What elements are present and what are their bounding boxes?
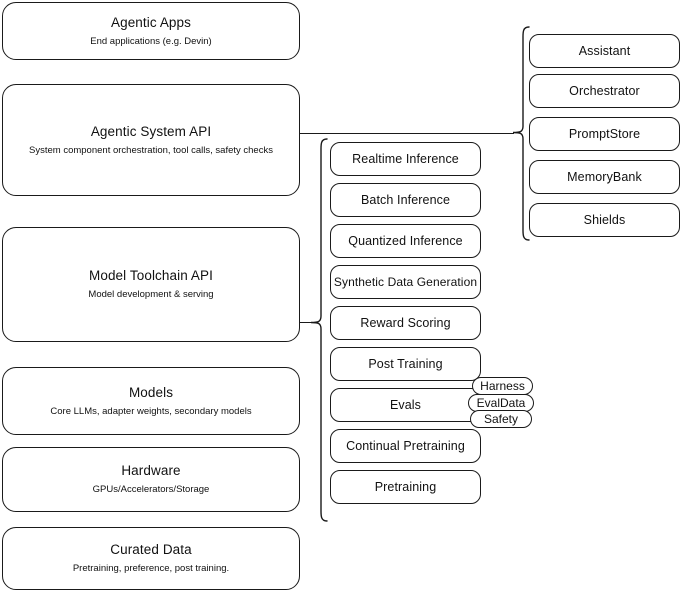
layer-subtitle: End applications (e.g. Devin) [90,35,212,47]
component-label: Evals [389,398,422,412]
layer-box-models[interactable]: Models Core LLMs, adapter weights, secon… [2,367,300,435]
component-box-pretraining[interactable]: Pretraining [330,470,481,504]
layer-box-curated-data[interactable]: Curated Data Pretraining, preference, po… [2,527,300,590]
layer-subtitle: Model development & serving [88,289,214,300]
system-component-label: PromptStore [568,127,641,141]
layer-subtitle: GPUs/Accelerators/Storage [92,484,210,495]
layer-title: Agentic Apps [110,14,191,30]
component-box-evals[interactable]: Evals [330,388,481,422]
eval-badge-harness[interactable]: Harness [472,377,533,395]
system-component-label: Assistant [578,44,631,58]
component-label: Reward Scoring [360,316,451,330]
layer-box-model-toolchain-api[interactable]: Model Toolchain API Model development & … [2,227,300,342]
component-label: Realtime Inference [352,152,459,166]
layer-title: Agentic System API [90,123,212,139]
component-label: Synthetic Data Generation [333,275,478,289]
layer-title: Model Toolchain API [89,268,213,283]
layer-title: Models [128,384,174,400]
component-box-reward-scoring[interactable]: Reward Scoring [330,306,481,340]
component-box-continual-pretraining[interactable]: Continual Pretraining [330,429,481,463]
connector-toolchain-to-components [300,322,312,324]
component-label: Continual Pretraining [346,439,465,453]
system-component-box-orchestrator[interactable]: Orchestrator [529,74,680,108]
layer-subtitle: Pretraining, preference, post training. [72,563,230,574]
eval-badge-evaldata[interactable]: EvalData [468,394,534,412]
layer-subtitle: Core LLMs, adapter weights, secondary mo… [50,405,252,417]
system-component-box-shields[interactable]: Shields [529,203,680,237]
component-label: Quantized Inference [348,234,463,248]
layer-box-agentic-system-api[interactable]: Agentic System API System component orch… [2,84,300,196]
layer-box-hardware[interactable]: Hardware GPUs/Accelerators/Storage [2,447,300,512]
brace-toolchain-components [308,138,328,522]
system-component-box-memorybank[interactable]: MemoryBank [529,160,680,194]
brace-system-components [510,26,530,241]
component-label: Batch Inference [360,193,451,207]
system-component-label: Shields [583,213,626,227]
system-component-box-promptstore[interactable]: PromptStore [529,117,680,151]
component-label: Post Training [368,357,443,371]
component-box-realtime-inference[interactable]: Realtime Inference [330,142,481,176]
component-box-quantized-inference[interactable]: Quantized Inference [330,224,481,258]
component-box-post-training[interactable]: Post Training [330,347,481,381]
layer-box-agentic-apps[interactable]: Agentic Apps End applications (e.g. Devi… [2,2,300,60]
system-component-label: MemoryBank [567,170,642,184]
layer-title: Curated Data [110,542,192,557]
layer-title: Hardware [121,463,181,478]
eval-badge-safety[interactable]: Safety [470,410,532,428]
component-box-synthetic-data-generation[interactable]: Synthetic Data Generation [330,265,481,299]
connector-agentic-system-to-components [300,133,514,135]
component-label: Pretraining [374,480,437,494]
system-component-label: Orchestrator [569,84,640,98]
system-component-box-assistant[interactable]: Assistant [529,34,680,68]
component-box-batch-inference[interactable]: Batch Inference [330,183,481,217]
layer-subtitle: System component orchestration, tool cal… [29,144,273,156]
